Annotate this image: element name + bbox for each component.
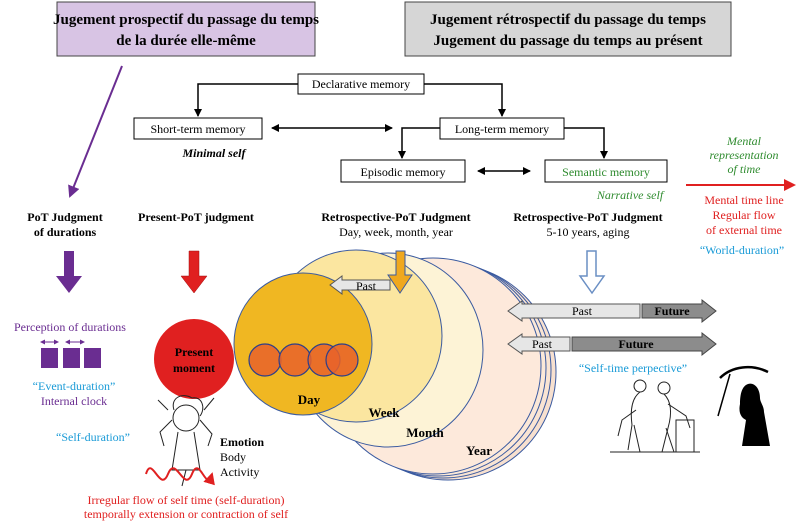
body-label: Body (220, 450, 246, 464)
month-label: Month (406, 425, 444, 440)
retro-long-line2: 5-10 years, aging (547, 225, 630, 239)
future-2-label: Future (618, 337, 654, 351)
past-small-label: Past (356, 279, 377, 293)
wavy-red-arrow (145, 467, 215, 486)
present-moment-circle (154, 319, 234, 399)
duration-block-2 (63, 348, 80, 368)
day-label: Day (298, 392, 321, 407)
timeline-arrow-1: Past Future (507, 298, 717, 324)
moment-circle-2 (278, 343, 312, 377)
semantic-memory-label: Semantic memory (562, 165, 650, 179)
narrative-self-label: Narrative self (596, 188, 665, 202)
grim-reaper-icon (717, 365, 770, 446)
mental-representation: Mental representation of time Mental tim… (686, 134, 796, 257)
short-term-memory-box (133, 117, 263, 140)
orange-down-arrow (387, 250, 413, 294)
short-term-memory-label: Short-term memory (151, 122, 246, 136)
irregular-line2: temporally extension or contraction of s… (84, 507, 288, 521)
header-prospective-line2: de la durée elle-même (116, 33, 256, 49)
header-retrospective-line2: Jugement du passage du temps au présent (433, 33, 702, 49)
self-time-perspective-label: “Self-time perpective” (579, 361, 687, 375)
pot-durations-line1: PoT Judgment (27, 210, 102, 224)
duration-block-3 (84, 348, 101, 368)
purple-down-arrow (56, 251, 82, 293)
episodic-memory-label: Episodic memory (361, 165, 446, 179)
present-moment-line1: Present (175, 345, 213, 359)
blue-outline-down-arrow (578, 250, 606, 295)
pot-durations-line2: of durations (34, 225, 97, 239)
purple-diagonal-arrow (68, 65, 123, 198)
header-prospective: Jugement prospectif du passage du temps … (53, 1, 319, 57)
duration-block-1 (41, 348, 58, 368)
timeline-arrow-2: Past Future (507, 331, 717, 357)
past-small-arrow: Past (329, 275, 391, 295)
day-circle (233, 272, 373, 416)
header-retrospective: Jugement rétrospectif du passage du temp… (404, 1, 732, 57)
minimal-self-label: Minimal self (181, 146, 246, 160)
internal-clock-label: Internal clock (41, 394, 107, 408)
red-down-arrow (180, 250, 208, 294)
header-prospective-line1: Jugement prospectif du passage du temps (53, 12, 319, 28)
elderly-figures-illustration (610, 379, 700, 453)
emotion-figure-illustration (157, 395, 215, 487)
header-retrospective-line1: Jugement rétrospectif du passage du temp… (430, 12, 706, 28)
activity-label: Activity (220, 465, 259, 479)
semantic-memory-box (544, 159, 668, 183)
year-label: Year (466, 443, 492, 458)
moment-circle-4 (325, 343, 359, 377)
world-duration-label: “World-duration” (700, 243, 784, 257)
self-duration-label: “Self-duration” (56, 430, 130, 444)
emotion-label: Emotion (220, 435, 264, 449)
mental-timeline-line2: Regular flow (713, 208, 776, 222)
past-2-label: Past (532, 337, 553, 351)
time-circles: Day Week Month Year (233, 249, 557, 481)
present-pot-label: Present-PoT judgment (138, 210, 254, 224)
mental-representation-line1: Mental (726, 134, 762, 148)
present-moment-line2: moment (173, 361, 215, 375)
mental-representation-line3: of time (728, 162, 762, 176)
retro-short-line1: Retrospective-PoT Judgment (321, 210, 470, 224)
long-term-memory-label: Long-term memory (455, 122, 549, 136)
mental-timeline-line1: Mental time line (704, 193, 783, 207)
retro-long-line1: Retrospective-PoT Judgment (513, 210, 662, 224)
judgments-row: PoT Judgment of durations Present-PoT ju… (27, 210, 662, 239)
declarative-memory-label: Declarative memory (312, 77, 410, 91)
mental-representation-line2: representation (709, 148, 778, 162)
retro-short-line2: Day, week, month, year (339, 225, 453, 239)
week-label: Week (368, 405, 400, 420)
mental-timeline-line3: of external time (706, 223, 782, 237)
irregular-line1: Irregular flow of self time (self-durati… (88, 493, 285, 507)
future-1-label: Future (654, 304, 690, 318)
event-duration-label: “Event-duration” (33, 379, 116, 393)
left-panel: Perception of durations “Event-duration”… (14, 320, 130, 444)
moment-circle-1 (248, 343, 282, 377)
past-1-label: Past (572, 304, 593, 318)
present-moment: Present moment (154, 319, 234, 399)
memory-hierarchy: Declarative memory Short-term memory Min… (133, 73, 668, 202)
episodic-memory-box (340, 159, 466, 183)
perception-label: Perception of durations (14, 320, 126, 334)
